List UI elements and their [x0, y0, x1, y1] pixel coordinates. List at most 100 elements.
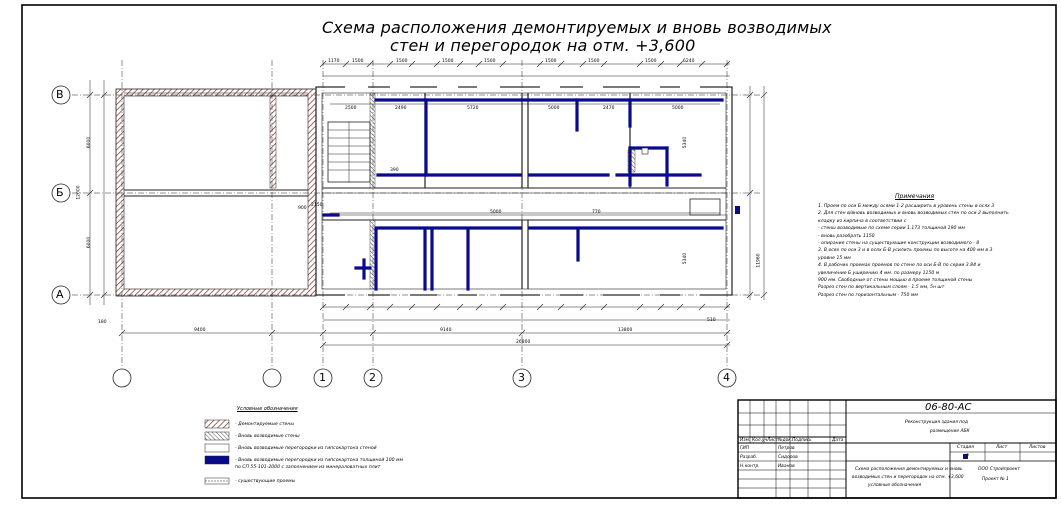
stair-treads [328, 122, 370, 182]
org-line-2: Проект № 1 [982, 477, 1009, 482]
drawing-title-line-2: стен и перегородок на отм. +3,600 [390, 36, 696, 55]
dim-room-f: 5000 [490, 210, 502, 215]
dim-top-1500d: 1500 [484, 59, 496, 64]
axis-bubble-row-a [51, 285, 71, 305]
stage-header: Стадия [957, 445, 974, 450]
main-outer-wall [315, 86, 733, 296]
notes-title: Примечания [895, 193, 935, 200]
legend-item-gypsum-partitions: - Вновь возводимые перегородки из гипсок… [235, 446, 377, 451]
rev-col-podpis: Подпись [792, 438, 812, 443]
axis-label-col-1: 1 [319, 371, 326, 384]
axis-label-col-3: 3 [518, 371, 525, 384]
staff-name-2: Иванов [778, 464, 795, 469]
left-block-inner-wall [269, 95, 277, 189]
dim-small-180: 180 [98, 320, 107, 325]
dim-left-vertical-lower: 6000 [87, 236, 93, 249]
legend-item-new-partitions-100: - Вновь возводимые перегородки из гипсок… [235, 458, 403, 463]
dim-small-900: 900 [298, 206, 307, 211]
notes-list: 1. Проем по оси Б между осями 1-2 расшир… [818, 203, 1040, 299]
note-line: увеличение Б уширению 4 мм. по размеру 1… [818, 270, 940, 276]
staff-role-1: Разраб. [740, 455, 758, 460]
dimension-ticks [86, 60, 768, 349]
drawing-title-line-1: Схема расположения демонтируемых и вновь… [322, 18, 832, 37]
dim-top-1500b: 1500 [396, 59, 408, 64]
note-line: уровне 15 мм [818, 255, 851, 261]
axis-label-col-4: 4 [723, 371, 730, 384]
note-line: - опирание стены на существующие констру… [818, 241, 980, 247]
dim-small-390: 390 [390, 168, 399, 173]
axis-label-col-2: 2 [369, 371, 376, 384]
project-line-2: размещение АБК [930, 429, 970, 434]
note-line: 3. В осях по оси 3 и в осях Б-В усилить … [818, 248, 993, 254]
new-walls [322, 98, 724, 291]
dim-room-e: 2490 [395, 106, 407, 111]
staff-role-2: Н.контр. [740, 464, 760, 469]
dim-top-1500g: 1500 [645, 59, 657, 64]
org-line-1: ООО Стройпроект [978, 467, 1020, 472]
sheet-header: Лист [996, 445, 1008, 450]
staff-name-1: Сидоров [778, 455, 798, 460]
axis-label-row-a: А [56, 288, 64, 301]
dim-left-block: 9400 [194, 328, 206, 333]
dim-small-510: 510 [707, 318, 716, 323]
legend-item-new-walls: - Вновь возводимые стены [235, 434, 300, 439]
dimension-lines [89, 63, 765, 346]
axis-bubble-row-b [51, 183, 71, 203]
rev-col-doc: №док. [778, 438, 793, 443]
grid-lines [72, 60, 760, 367]
note-line: Разрез стен по горизонтальным - 750 мм [818, 292, 918, 298]
sheets-header: Листов [1029, 445, 1046, 450]
rev-col-izm: Изм. [740, 438, 751, 443]
dim-right-vertical-lower: 5340 [683, 252, 689, 265]
dim-outer-right-total: 11960 [756, 253, 762, 268]
axis-label-row-v: В [56, 88, 64, 101]
axis-label-row-b: Б [56, 186, 64, 199]
dim-top-1500f: 1500 [588, 59, 600, 64]
note-line: 900 мм. Свободные от стены мощью в проем… [818, 278, 973, 284]
title-block [737, 399, 1057, 499]
main-building [315, 85, 740, 297]
axis-bubble-col-unnamed-1 [112, 368, 132, 388]
dim-left-vertical-total: 12000 [76, 185, 82, 200]
dim-corridor: 2150 [311, 203, 323, 208]
axis-bubble-col-4 [717, 368, 737, 388]
entrance-marker [735, 206, 740, 214]
rev-col-data: Дата [832, 438, 844, 443]
axis-bubble-row-v [51, 85, 71, 105]
legend-item-demolished: - Демонтируемые стены [235, 422, 294, 427]
legend-item-new-partitions-100-cont: по СП 55-101-2000 с заполнением из минер… [235, 465, 381, 470]
left-block [115, 88, 317, 297]
dim-room-b: 5720 [467, 106, 479, 111]
note-line: 2. Для стен в/вновь возводимых и вновь в… [818, 211, 1009, 217]
staff-name-0: Петров [778, 446, 795, 451]
axis-bubble-col-1 [313, 368, 333, 388]
dim-room-a: 2500 [345, 106, 357, 111]
note-line: кладку из кирпича в соответствии с [818, 218, 907, 224]
dim-left-vertical-upper: 6000 [87, 136, 93, 149]
axis-bubble-col-2 [363, 368, 383, 388]
sheet-title-line-2: возводимых стен и перегородок на отм. +3… [852, 475, 964, 480]
rev-col-kol: Кол.уч [752, 438, 768, 443]
dim-segment-2-3: 9140 [440, 328, 452, 333]
drawing-code: 06-80-АС [925, 402, 972, 413]
dim-segment-3-4: 13800 [618, 328, 633, 333]
dim-top-1500e: 1500 [545, 59, 557, 64]
axis-bubbles [51, 85, 737, 388]
dim-total-length: 26800 [516, 340, 531, 345]
rev-col-list: Лист [767, 438, 779, 443]
dim-top-1500c: 1500 [442, 59, 454, 64]
note-line: 4. В рабочих проемах проемов по стене по… [818, 263, 981, 269]
note-line: - вновь разобрать 1150 [818, 233, 875, 239]
legend-symbols [204, 419, 230, 485]
dim-right-wing-top: 6240 [683, 59, 695, 64]
sheet-title-line-3: условные обозначения [868, 483, 922, 488]
dim-right-vertical-upper: 5340 [683, 136, 689, 149]
sheet-title-line-1: Схема расположения демонтируемых и вновь [855, 467, 963, 472]
axis-bubble-col-3 [512, 368, 532, 388]
legend-title: Условные обозначения [237, 406, 298, 412]
note-line: Разрез стен по вертикальным слоям - 1.5 … [818, 285, 945, 291]
dim-room-d: 5000 [672, 106, 684, 111]
axis-bubble-col-unnamed-2 [262, 368, 282, 388]
